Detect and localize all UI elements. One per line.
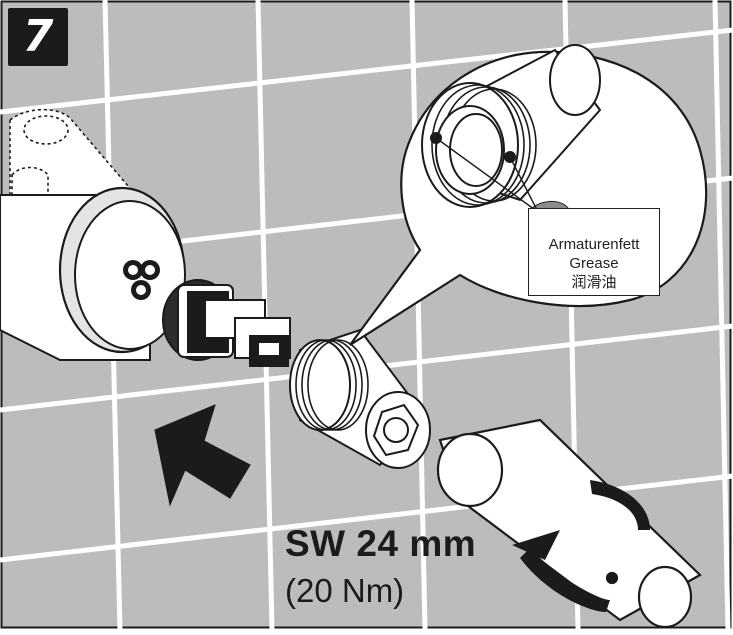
insert-direction-arrow-icon xyxy=(154,404,251,507)
grease-label-de: Armaturenfett xyxy=(548,236,640,253)
socket-wrench xyxy=(436,418,702,629)
step-number-badge: 7 xyxy=(8,8,68,66)
cartridge xyxy=(162,279,291,367)
zoomed-sleeve xyxy=(421,44,602,208)
rotation-arrow-icon xyxy=(512,480,650,612)
grease-callout-label: Armaturenfett Grease 润滑油 xyxy=(528,208,660,296)
grease-label-zh: 润滑油 xyxy=(571,274,617,291)
torque-specification: SW 24 mm (20 Nm) xyxy=(285,522,476,612)
threaded-sleeve xyxy=(289,328,431,469)
wall-housing xyxy=(0,186,186,361)
wrench-size-text: SW 24 mm xyxy=(285,523,477,564)
torque-value-text: (20 Nm) xyxy=(285,572,405,609)
leader-lines xyxy=(435,137,539,213)
grease-label-en: Grease xyxy=(569,255,619,272)
